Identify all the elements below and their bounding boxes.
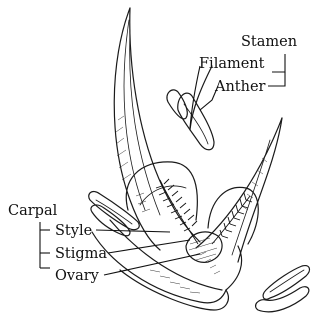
stigma-left xyxy=(156,179,198,244)
label-anther: Anther xyxy=(214,79,266,95)
label-stigma: Stigma xyxy=(55,246,107,262)
label-style: Style xyxy=(55,223,92,239)
lemma-bract xyxy=(114,8,200,250)
label-stamen: Stamen xyxy=(241,34,297,50)
ovary-body xyxy=(186,232,222,262)
label-carpal: Carpal xyxy=(8,203,58,219)
anther-right xyxy=(256,266,310,312)
label-filament: Filament xyxy=(199,56,265,72)
flower-base xyxy=(92,220,242,310)
stamen-top xyxy=(167,66,214,150)
anther-left xyxy=(89,192,140,236)
palea xyxy=(196,118,282,262)
label-ovary: Ovary xyxy=(55,268,100,284)
labels: Stamen Filament Anther Carpal Style Stig… xyxy=(8,34,297,284)
